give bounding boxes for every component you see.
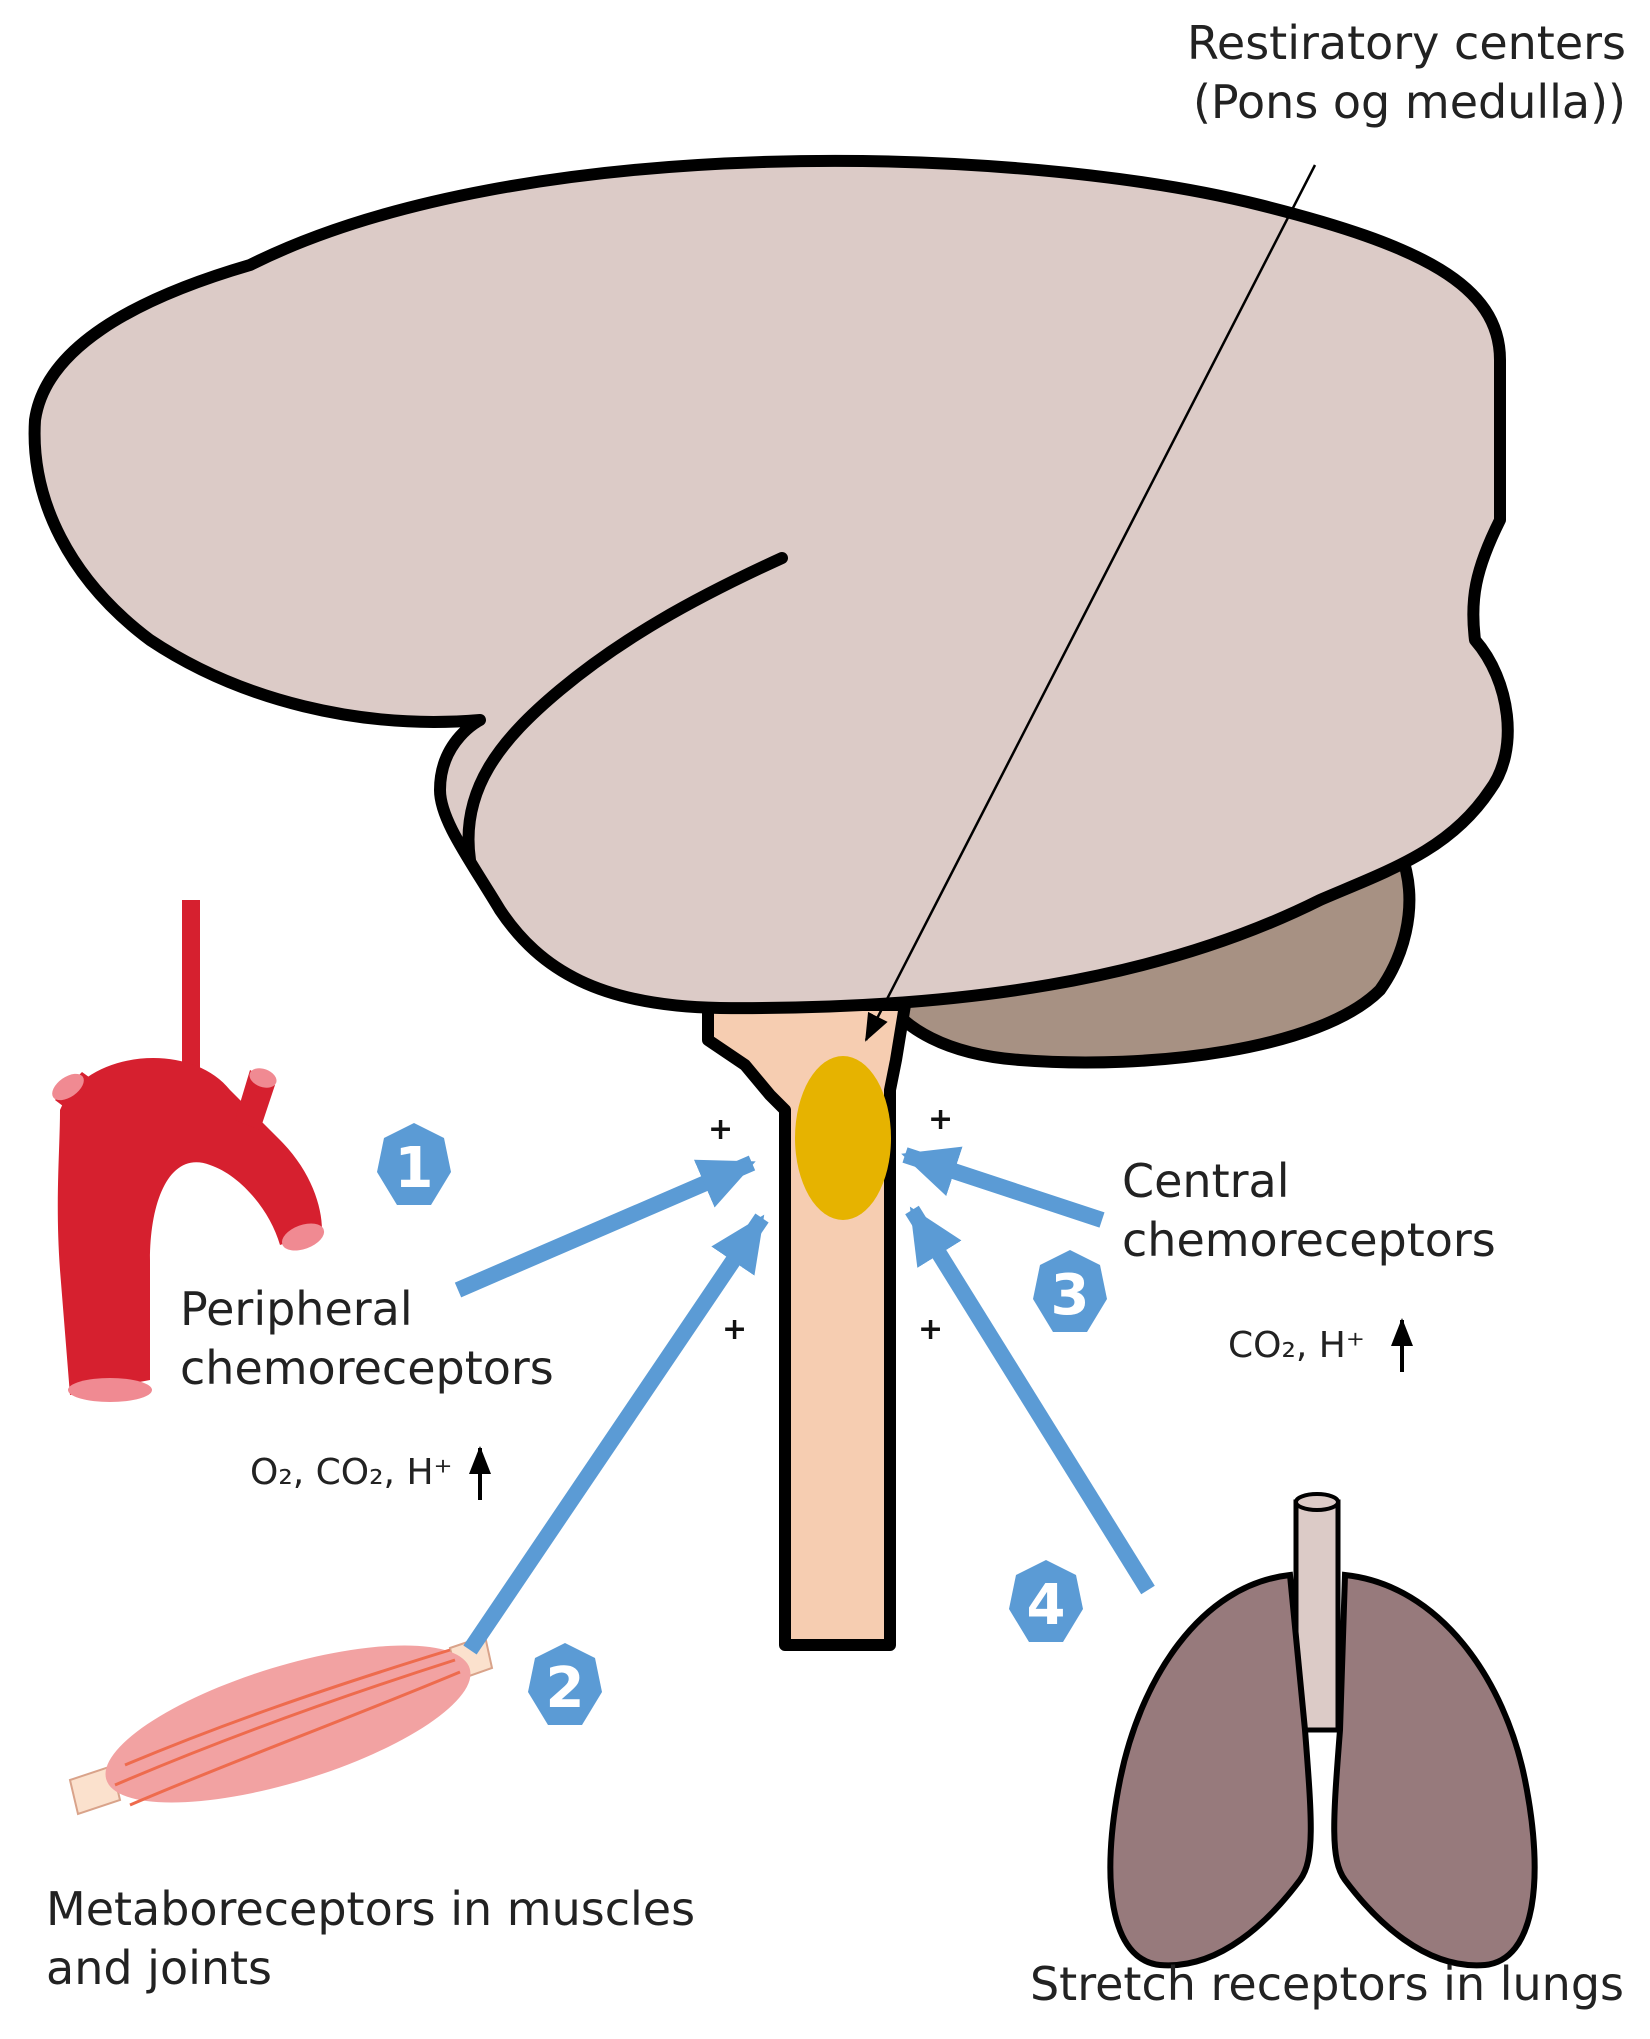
plus-sign-upper-right: +	[928, 1102, 954, 1137]
central-chemoreceptors-label: Central chemoreceptors	[1122, 1154, 1496, 1267]
svg-text:4: 4	[1027, 1573, 1066, 1638]
svg-text:3: 3	[1051, 1263, 1090, 1328]
plus-sign-lower-left: +	[722, 1312, 748, 1347]
svg-text:1: 1	[395, 1136, 434, 1201]
arrow-peripheral	[454, 1155, 756, 1298]
arrow-metaboreceptors	[463, 1213, 769, 1655]
badge-4: 4	[1009, 1560, 1083, 1642]
arrow-central	[901, 1146, 1105, 1228]
arrow-stretch	[905, 1205, 1155, 1595]
respiratory-centers-label: Restiratory centers (Pons og medulla))	[1187, 16, 1626, 129]
badge-2: 2	[528, 1643, 602, 1725]
respiratory-center-pointer	[864, 164, 1317, 1042]
lungs-icon	[1107, 1492, 1538, 1969]
central-formula: CO₂, H⁺	[1228, 1325, 1365, 1366]
badge-1: 1	[377, 1123, 451, 1205]
stretch-receptors-label: Stretch receptors in lungs	[1029, 1957, 1624, 2011]
plus-sign-upper-left: +	[708, 1112, 734, 1147]
metaboreceptors-label: Metaboreceptors in muscles and joints	[46, 1882, 696, 1995]
muscle-icon	[68, 1634, 494, 1816]
cerebrum	[28, 154, 1514, 1015]
plus-sign-lower-right: +	[918, 1312, 944, 1347]
respiratory-center	[795, 1056, 891, 1220]
svg-text:2: 2	[546, 1656, 585, 1721]
peripheral-formula: O₂, CO₂, H⁺	[250, 1452, 453, 1493]
aorta-icon	[52, 900, 325, 1402]
lateral-fissure	[462, 552, 788, 866]
peripheral-chemoreceptors-label: Peripheral chemoreceptors	[180, 1282, 554, 1395]
badge-3: 3	[1033, 1250, 1107, 1332]
